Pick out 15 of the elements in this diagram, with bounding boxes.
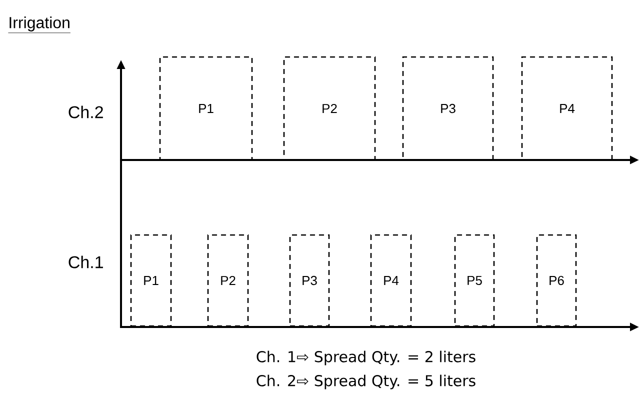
pulse-box: P3 — [289, 234, 330, 327]
pulse-box: P2 — [207, 234, 249, 327]
pulse-box: P1 — [159, 56, 253, 161]
pulse-box: P4 — [370, 234, 412, 327]
channel-label: Ch.2 — [68, 106, 103, 118]
channel-label: Ch.1 — [68, 256, 103, 268]
pulse-box: P1 — [130, 234, 172, 327]
note-text: Ch. 2⇨ Spread Qty. = 5 liters — [256, 374, 476, 390]
pulse-box: P4 — [521, 56, 613, 161]
pulse-box: P3 — [402, 56, 494, 161]
pulse-box: P2 — [283, 56, 376, 161]
pulse-box: P6 — [536, 234, 577, 327]
pulse-box: P5 — [454, 234, 495, 327]
note-text: Ch. 1⇨ Spread Qty. = 2 liters — [256, 350, 476, 366]
axis-title: Irrigation — [8, 16, 71, 34]
